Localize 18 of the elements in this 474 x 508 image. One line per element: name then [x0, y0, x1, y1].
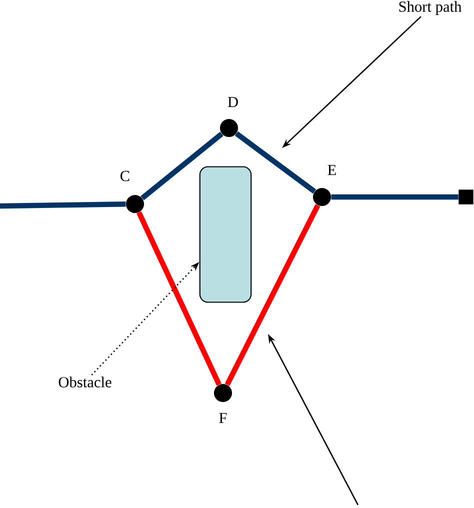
- point-label: F: [219, 412, 227, 424]
- waypoint-dot: [220, 118, 238, 138]
- path-segment: [224, 204, 320, 386]
- end-square: [458, 190, 474, 204]
- node-label: Obstacle: [58, 376, 112, 388]
- point-label: C: [120, 170, 130, 182]
- path-segment: [0, 201, 126, 209]
- waypoint-dot: [312, 188, 332, 206]
- path-segment: [331, 194, 458, 200]
- path-segment: [136, 211, 222, 386]
- waypoint-dot: [214, 384, 232, 402]
- node-label: Short path: [399, 1, 462, 15]
- path-segment: [140, 132, 224, 200]
- path-segment: [234, 131, 316, 194]
- obstacle-box: [199, 166, 252, 303]
- point-label: E: [328, 164, 336, 176]
- waypoint-dot: [126, 194, 144, 214]
- point-label: D: [228, 96, 238, 108]
